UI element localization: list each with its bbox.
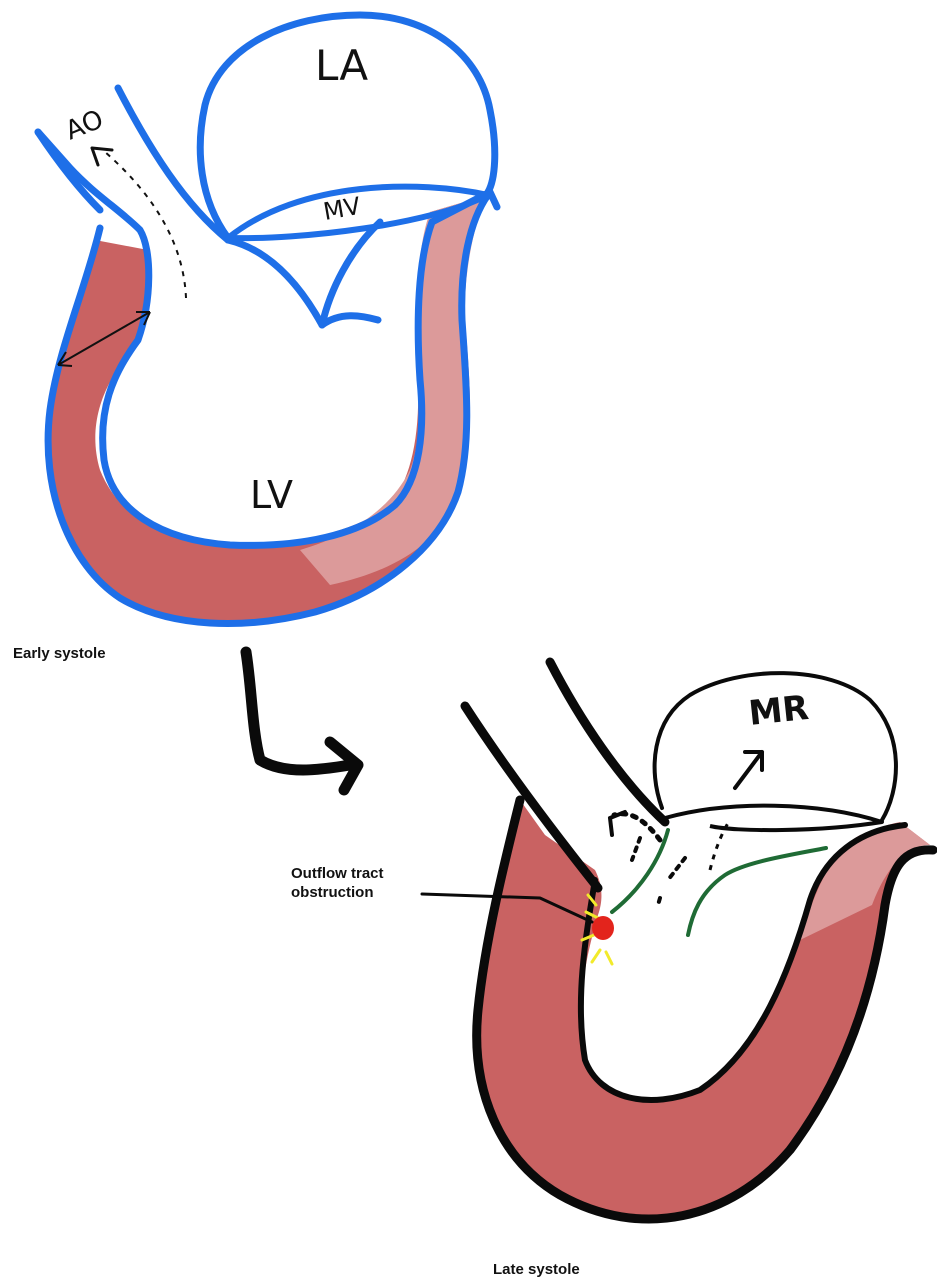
early-lv-myocardium-highlight (300, 195, 488, 585)
label-mr: MR (747, 688, 811, 734)
caption-early-systole: Early systole (13, 644, 106, 663)
late-outflow-jet-dotted (614, 814, 660, 840)
early-posterior-mitral-leaflet (322, 222, 380, 325)
late-outflow-jet-dots-lower (632, 838, 685, 905)
caption-outflow-obstruction: Outflow tract obstruction (291, 864, 384, 902)
late-systole-heart: MR (422, 662, 933, 1219)
label-mv: MV (321, 192, 363, 226)
label-ao: AO (61, 105, 107, 147)
early-systole-heart: AO LA MV LV (38, 15, 497, 625)
caption-outflow-line1: Outflow tract (291, 864, 384, 883)
caption-outflow-line2: obstruction (291, 883, 384, 902)
late-mr-arrow (735, 752, 762, 788)
late-aorta-right-wall (550, 662, 665, 822)
early-anterior-mitral-leaflet (228, 240, 322, 325)
septal-contact-point (592, 916, 614, 940)
early-aorta-left-wall (38, 132, 100, 210)
caption-late-systole: Late systole (493, 1260, 580, 1279)
early-aorta-right-wall (118, 88, 228, 240)
late-mitral-valve-plane (665, 806, 882, 830)
label-la: LA (315, 41, 368, 90)
label-lv: LV (250, 473, 293, 517)
